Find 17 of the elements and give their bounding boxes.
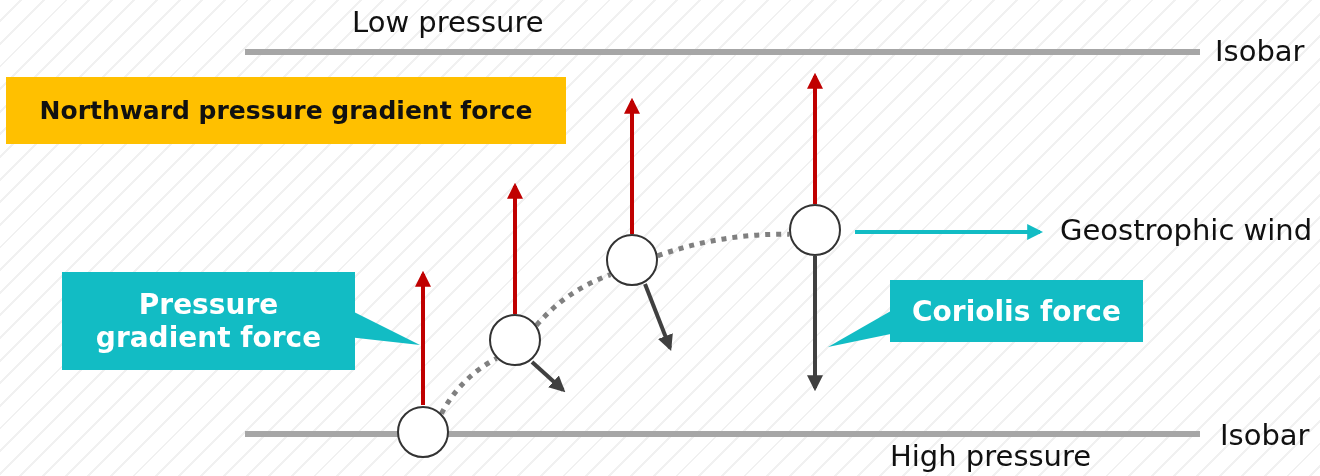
air-parcel-circle bbox=[789, 204, 841, 256]
callout-text: Pressure gradient force bbox=[94, 288, 323, 354]
text-label: Isobar bbox=[1215, 37, 1305, 66]
text-label: High pressure bbox=[890, 442, 1092, 471]
air-parcel-circle bbox=[489, 314, 541, 366]
callout-box bbox=[62, 272, 355, 370]
text-label: Geostrophic wind bbox=[1060, 216, 1313, 245]
callout-text: Northward pressure gradient force bbox=[39, 96, 533, 125]
air-parcel-circle bbox=[397, 406, 449, 458]
callout-text: Coriolis force bbox=[912, 294, 1121, 328]
trajectory-line bbox=[439, 356, 498, 415]
trajectory-line bbox=[534, 272, 612, 327]
text-label: Isobar bbox=[1220, 421, 1310, 450]
text-label: Low pressure bbox=[352, 8, 544, 37]
air-parcel-circle bbox=[606, 234, 658, 286]
heading-box bbox=[6, 77, 566, 144]
trajectory-line bbox=[656, 231, 790, 259]
